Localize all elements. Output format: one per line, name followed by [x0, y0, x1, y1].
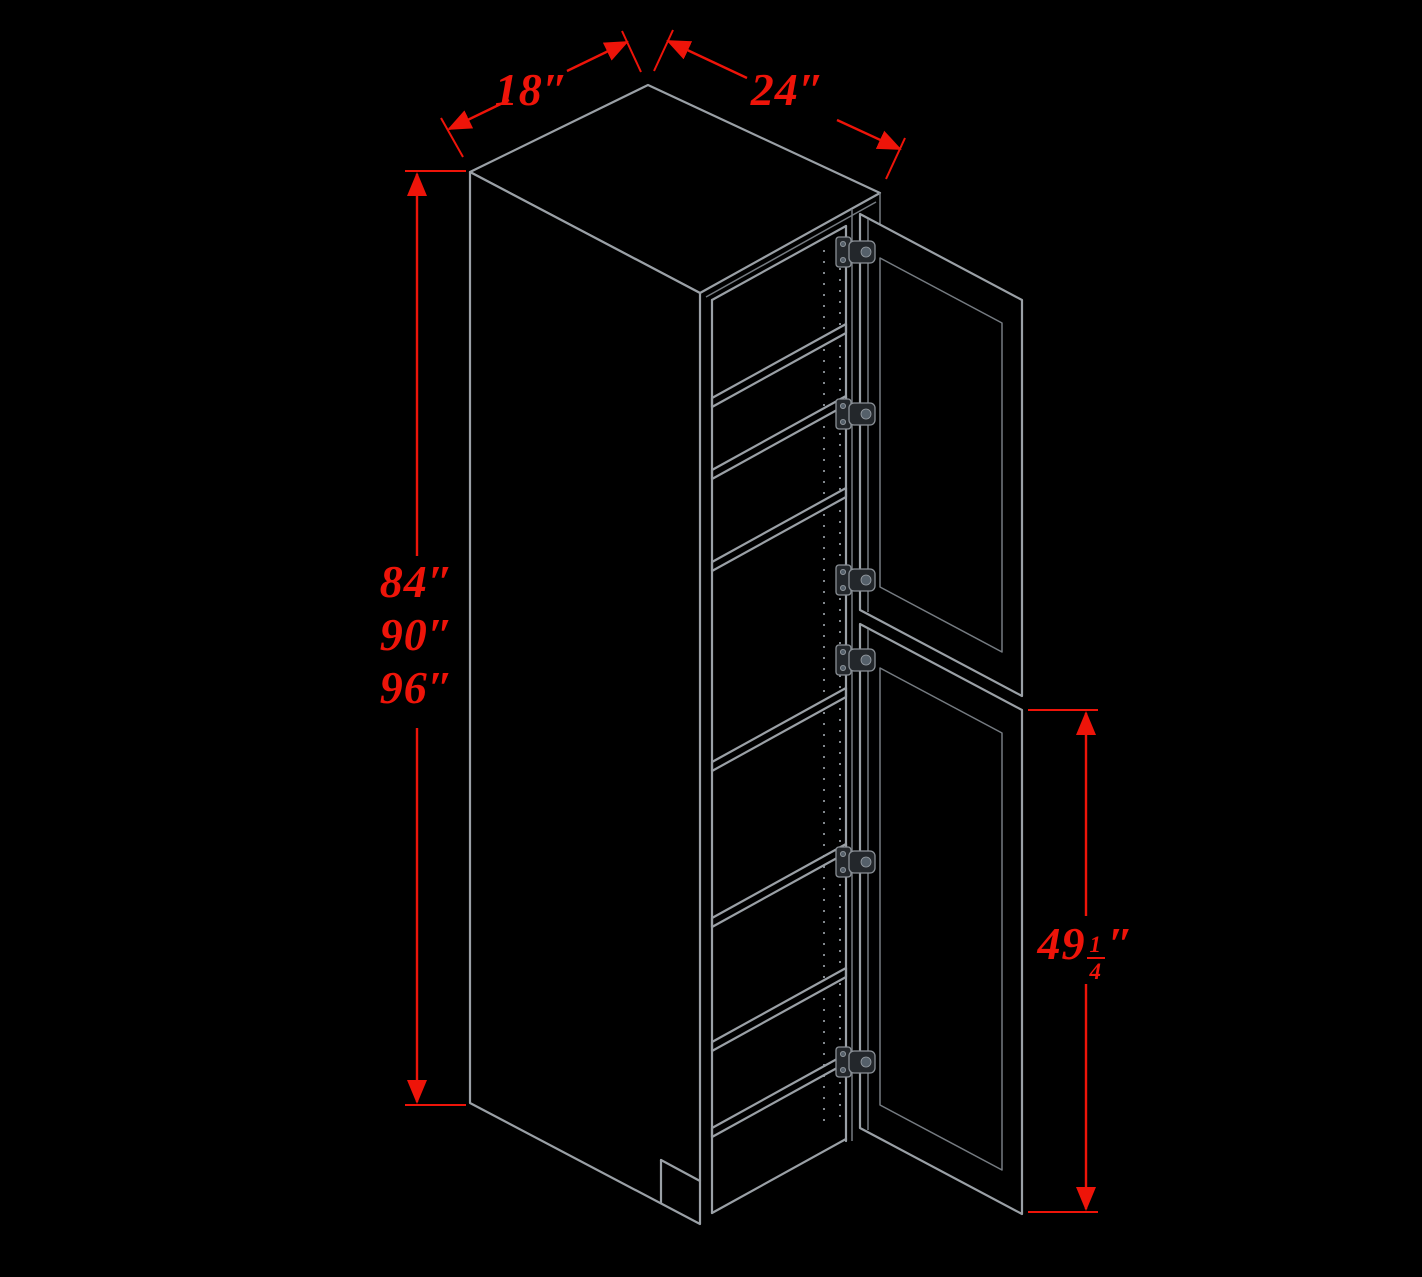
depth-dimension-line	[447, 98, 510, 131]
door-panel-upper-inner-frame	[879, 257, 1003, 653]
shelf	[710, 322, 848, 409]
cabinet-interior	[710, 224, 848, 1215]
height-dimension-label-group: 84″ 90″ 96″	[347, 556, 487, 715]
height-option-90: 90″	[379, 608, 455, 660]
toe-kick	[659, 1158, 702, 1205]
cabinet-side-panel	[468, 170, 702, 1226]
door-panel-lower	[858, 622, 1024, 1216]
dimension-door-height-49-25	[1028, 709, 1098, 1213]
top-panel-thickness-edge	[705, 201, 877, 298]
height-option-96: 96″	[379, 661, 455, 713]
height-option-84: 84″	[379, 556, 455, 607]
depth-dimension-label: 18″	[494, 64, 570, 115]
door-panel-lower-inner-frame	[879, 667, 1003, 1171]
shelf	[710, 486, 848, 573]
width-dimension-label: 24″	[750, 64, 826, 115]
dimension-depth-18	[440, 30, 642, 158]
cabinet-doors	[858, 212, 1024, 1216]
cabinet-floor	[710, 1052, 848, 1139]
dimension-height-84-90-96	[405, 170, 466, 1106]
dimension-width-24	[653, 29, 906, 180]
hinge-icon	[835, 1046, 876, 1078]
depth-dimension-line	[566, 40, 629, 73]
shelf	[710, 966, 848, 1053]
shelf	[710, 686, 848, 773]
shelf	[710, 394, 848, 481]
width-dimension-line	[836, 118, 902, 151]
shelf	[710, 842, 848, 929]
hinge-icon	[835, 398, 876, 430]
interior-bottom-edge	[710, 1137, 848, 1215]
hinge-icon	[835, 644, 876, 676]
width-dimension-line	[666, 39, 748, 80]
cabinet-carcass	[468, 83, 882, 1226]
hinge-icon	[835, 846, 876, 878]
door-height-whole: 49	[1037, 918, 1086, 969]
door-height-unit: ″	[1108, 918, 1135, 969]
door-panel-upper	[858, 212, 1024, 698]
hinges	[835, 236, 876, 1078]
hinge-icon	[835, 236, 876, 268]
hinge-icon	[835, 564, 876, 596]
interior-top-edge	[710, 224, 848, 302]
